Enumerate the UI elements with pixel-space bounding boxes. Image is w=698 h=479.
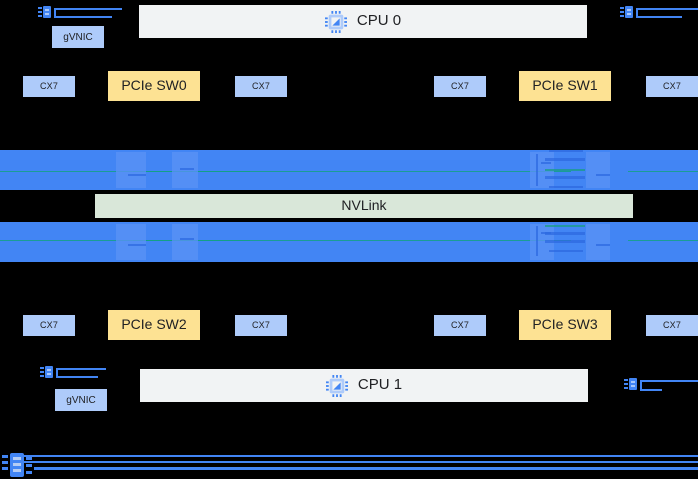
network-port-icon-bottom-left: [40, 364, 56, 380]
nvlink-label: NVLink: [341, 197, 387, 214]
gvnic-wire-bottom-left-b: [56, 376, 98, 378]
pcie-label: PCIe SW0: [121, 77, 187, 94]
cx7-1[interactable]: CX7: [235, 76, 287, 97]
network-bar-line-bottom: [34, 467, 698, 470]
gvnic-wire-bottom-left-stub: [56, 368, 58, 378]
network-switch-icon: [2, 452, 32, 478]
pcie-label: PCIe SW1: [532, 77, 598, 94]
nvlink-bar[interactable]: NVLink: [95, 194, 633, 218]
pcie-sw-1[interactable]: PCIe SW1: [519, 71, 611, 101]
cpu-label: CPU 1: [357, 376, 403, 394]
cx7-0[interactable]: CX7: [23, 76, 75, 97]
gvnic-wire-top-right-stub: [636, 8, 638, 18]
pcie-sw-2[interactable]: PCIe SW2: [108, 310, 200, 340]
cx7-6[interactable]: CX7: [434, 315, 486, 336]
cx7-2[interactable]: CX7: [434, 76, 486, 97]
gvnic-label: gVNIC: [63, 31, 93, 43]
cx7-label: CX7: [251, 80, 271, 91]
gpu-row-bottom: [0, 222, 698, 262]
cx7-label: CX7: [251, 319, 271, 330]
cx7-4[interactable]: CX7: [23, 315, 75, 336]
cx7-label: CX7: [662, 319, 682, 330]
gpu-row-top: [0, 150, 698, 190]
network-port-icon: [38, 4, 54, 20]
pcie-sw-3[interactable]: PCIe SW3: [519, 310, 611, 340]
gvnic-wire-top-left-b: [54, 16, 112, 18]
network-port-icon-bottom-right: [624, 376, 640, 392]
gvnic-label: gVNIC: [66, 394, 96, 406]
chip-icon: [325, 374, 348, 397]
gvnic-wire-bottom-right-b: [640, 389, 662, 391]
network-bar-line-mid: [22, 461, 698, 463]
gvnic-wire-top-left: [54, 8, 122, 10]
cx7-3[interactable]: CX7: [646, 76, 698, 97]
network-port-icon-right: [620, 4, 636, 20]
pcie-sw-0[interactable]: PCIe SW0: [108, 71, 200, 101]
cx7-label: CX7: [450, 319, 470, 330]
cx7-7[interactable]: CX7: [646, 315, 698, 336]
gvnic-bottom-left[interactable]: gVNIC: [55, 389, 107, 411]
cx7-label: CX7: [39, 80, 59, 91]
pcie-label: PCIe SW2: [121, 316, 187, 333]
pcie-label: PCIe SW3: [532, 316, 598, 333]
cx7-label: CX7: [39, 319, 59, 330]
cpu-label: CPU 0: [356, 12, 402, 30]
cx7-5[interactable]: CX7: [235, 315, 287, 336]
cx7-label: CX7: [450, 80, 470, 91]
cpu-1[interactable]: CPU 1: [140, 369, 588, 402]
gvnic-wire-bottom-right-stub: [640, 380, 642, 391]
network-bar-line-top: [22, 455, 698, 457]
gvnic-top-left[interactable]: gVNIC: [52, 26, 104, 48]
gvnic-wire-top-right: [636, 8, 698, 10]
chip-icon: [324, 10, 347, 33]
gvnic-wire-bottom-right: [640, 380, 698, 382]
gvnic-wire-bottom-left: [56, 368, 106, 370]
cx7-label: CX7: [662, 80, 682, 91]
gvnic-wire-top-left-stub: [54, 8, 56, 18]
gvnic-wire-top-right-b: [636, 16, 682, 18]
cpu-0[interactable]: CPU 0: [139, 5, 587, 38]
